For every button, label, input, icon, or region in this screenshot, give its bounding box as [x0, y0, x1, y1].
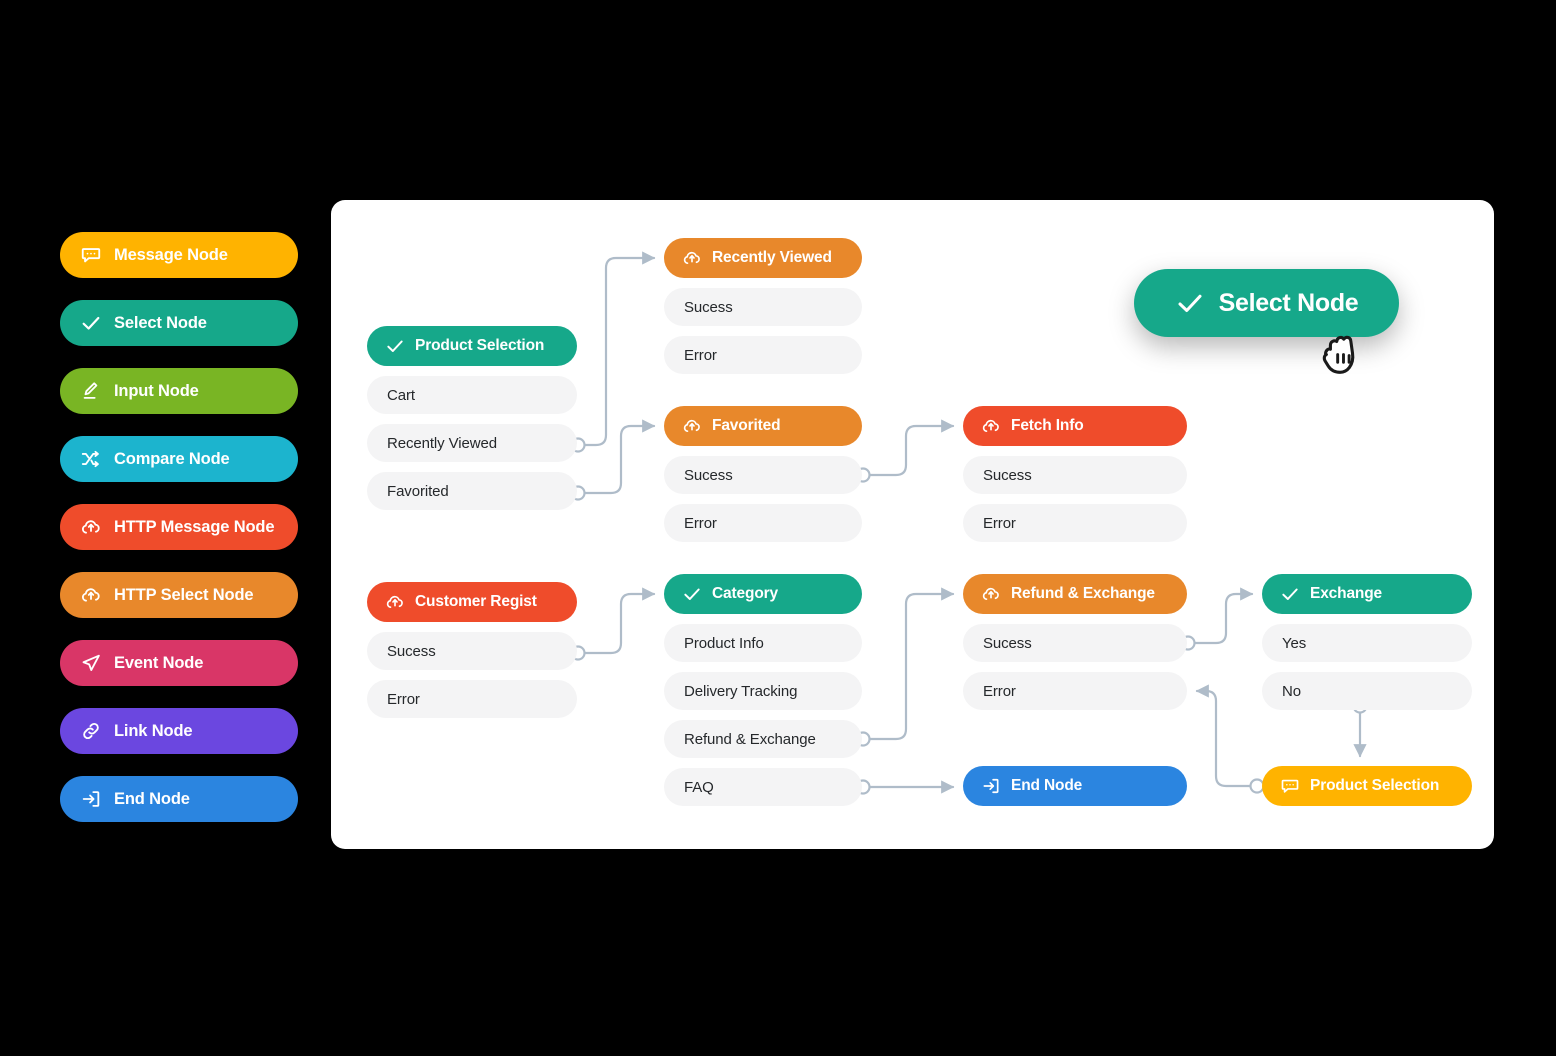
palette-item-input-node[interactable]: Input Node — [60, 368, 298, 414]
palette-item-link-node[interactable]: Link Node — [60, 708, 298, 754]
node-row[interactable]: Error — [963, 672, 1187, 710]
flow-node-product-selection-2[interactable]: Product Selection — [1262, 766, 1472, 806]
node-row[interactable]: Sucess — [963, 456, 1187, 494]
palette-item-end-node[interactable]: End Node — [60, 776, 298, 822]
palette-item-label: HTTP Message Node — [114, 517, 275, 536]
palette-item-message-node[interactable]: Message Node — [60, 232, 298, 278]
palette-item-label: Message Node — [114, 245, 228, 264]
palette-item-label: Compare Node — [114, 449, 230, 468]
cloud-upload-icon — [981, 416, 1001, 436]
cloud-upload-icon — [385, 592, 405, 612]
node-row[interactable]: Cart — [367, 376, 577, 414]
node-row[interactable]: Sucess — [664, 456, 862, 494]
node-header-label: Product Selection — [1310, 777, 1440, 794]
palette-item-label: HTTP Select Node — [114, 585, 254, 604]
floating-select-node-chip[interactable]: Select Node — [1134, 269, 1399, 337]
node-header-exchange[interactable]: Exchange — [1262, 574, 1472, 614]
node-header-customer-regist[interactable]: Customer Regist — [367, 582, 577, 622]
exit-arrow-icon — [981, 776, 1001, 796]
node-header-recently-viewed[interactable]: Recently Viewed — [664, 238, 862, 278]
palette-item-label: Event Node — [114, 653, 204, 672]
shuffle-icon — [80, 448, 102, 470]
edge-favorited — [581, 419, 656, 495]
node-header-refund-exchange[interactable]: Refund & Exchange — [963, 574, 1187, 614]
check-icon — [682, 584, 702, 604]
node-header-product-selection-2[interactable]: Product Selection — [1262, 766, 1472, 806]
paper-plane-icon — [80, 652, 102, 674]
palette-item-label: Link Node — [114, 721, 193, 740]
node-header-favorited[interactable]: Favorited — [664, 406, 862, 446]
cloud-upload-icon — [981, 584, 1001, 604]
node-header-end-node[interactable]: End Node — [963, 766, 1187, 806]
node-header-category[interactable]: Category — [664, 574, 862, 614]
node-row[interactable]: Delivery Tracking — [664, 672, 862, 710]
palette-item-label: End Node — [114, 789, 190, 808]
node-header-fetch-info[interactable]: Fetch Info — [963, 406, 1187, 446]
edge-exchange — [1191, 587, 1254, 645]
node-row[interactable]: Product Info — [664, 624, 862, 662]
exit-arrow-icon — [80, 788, 102, 810]
edge-back-to-error — [1195, 684, 1254, 788]
cloud-upload-icon — [682, 416, 702, 436]
node-header-label: Fetch Info — [1011, 417, 1084, 434]
node-row[interactable]: Error — [664, 504, 862, 542]
node-header-label: Product Selection — [415, 337, 545, 354]
palette-item-label: Select Node — [114, 313, 207, 332]
node-header-label: Favorited — [712, 417, 781, 434]
edge-recently-viewed — [581, 251, 656, 447]
palette-item-compare-node[interactable]: Compare Node — [60, 436, 298, 482]
cloud-upload-icon — [80, 516, 102, 538]
chat-bubble-icon — [1280, 776, 1300, 796]
palette-item-http-message-node[interactable]: HTTP Message Node — [60, 504, 298, 550]
check-icon — [1280, 584, 1300, 604]
node-row[interactable]: Recently Viewed — [367, 424, 577, 462]
node-row[interactable]: Error — [963, 504, 1187, 542]
check-icon — [80, 312, 102, 334]
node-row[interactable]: Sucess — [963, 624, 1187, 662]
link-icon — [80, 720, 102, 742]
palette-item-label: Input Node — [114, 381, 199, 400]
cloud-upload-icon — [80, 584, 102, 606]
node-row[interactable]: Refund & Exchange — [664, 720, 862, 758]
palette-item-select-node[interactable]: Select Node — [60, 300, 298, 346]
node-row[interactable]: Sucess — [664, 288, 862, 326]
floating-chip-label: Select Node — [1218, 288, 1359, 317]
edge-fetch-info — [866, 419, 955, 477]
edge-category — [581, 587, 656, 655]
palette-item-event-node[interactable]: Event Node — [60, 640, 298, 686]
node-header-product-selection[interactable]: Product Selection — [367, 326, 577, 366]
node-header-label: Exchange — [1310, 585, 1383, 602]
node-row[interactable]: Favorited — [367, 472, 577, 510]
check-icon — [1175, 288, 1205, 318]
chat-bubble-icon — [80, 244, 102, 266]
node-row[interactable]: FAQ — [664, 768, 862, 806]
check-icon — [385, 336, 405, 356]
node-header-label: Customer Regist — [415, 593, 537, 610]
node-row[interactable]: Sucess — [367, 632, 577, 670]
node-header-label: End Node — [1011, 777, 1083, 794]
cloud-upload-icon — [682, 248, 702, 268]
node-row[interactable]: Error — [367, 680, 577, 718]
node-row[interactable]: Yes — [1262, 624, 1472, 662]
pencil-icon — [80, 380, 102, 402]
node-header-label: Category — [712, 585, 778, 602]
edge-refund-exchange — [866, 587, 955, 741]
palette-item-http-select-node[interactable]: HTTP Select Node — [60, 572, 298, 618]
node-row[interactable]: Error — [664, 336, 862, 374]
node-row[interactable]: No — [1262, 672, 1472, 710]
node-header-label: Recently Viewed — [712, 249, 832, 266]
node-header-label: Refund & Exchange — [1011, 585, 1155, 602]
flow-node-end-node[interactable]: End Node — [963, 766, 1187, 806]
